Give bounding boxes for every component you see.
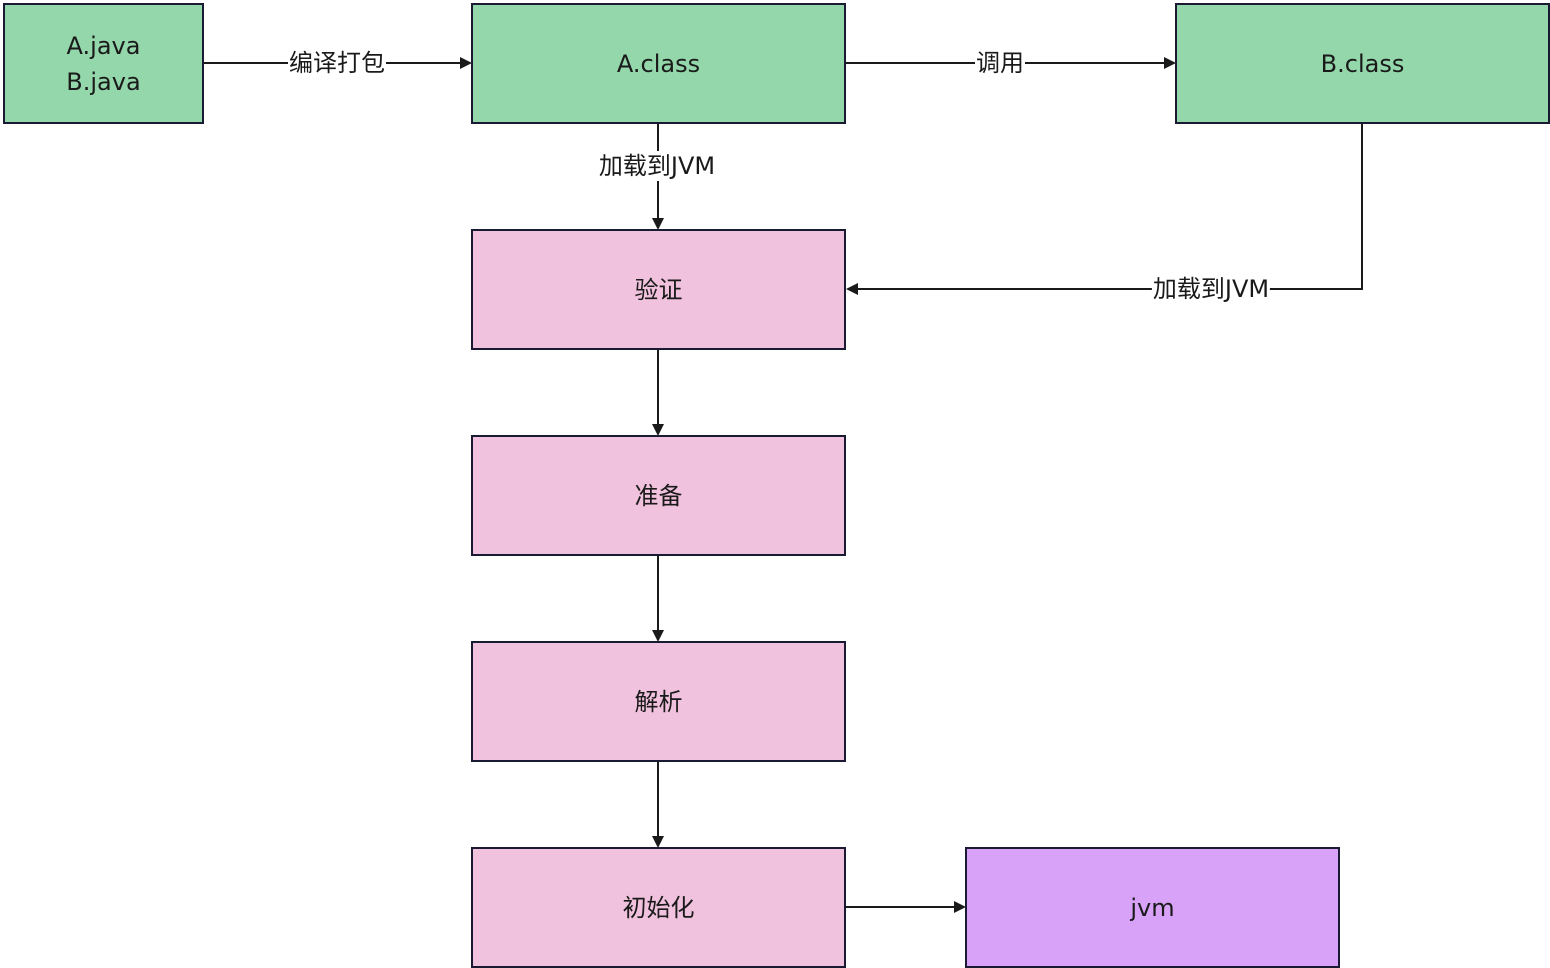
node-verify: 验证 (471, 229, 846, 350)
node-java-sources-label: A.java B.java (66, 31, 141, 96)
edge-label-compile: 编译打包 (288, 48, 386, 78)
node-jvm: jvm (965, 847, 1340, 968)
node-verify-label: 验证 (634, 275, 683, 304)
node-prepare-label: 准备 (634, 481, 683, 510)
node-jvm-label: jvm (1130, 893, 1175, 922)
edge-label-load-a: 加载到JVM (597, 151, 717, 181)
node-b-class: B.class (1175, 3, 1550, 124)
node-prepare: 准备 (471, 435, 846, 556)
node-resolve: 解析 (471, 641, 846, 762)
node-initialize-label: 初始化 (622, 893, 695, 922)
edge-label-invoke: 调用 (975, 48, 1025, 78)
node-resolve-label: 解析 (634, 687, 683, 716)
edge-label-load-b: 加载到JVM (1151, 274, 1271, 304)
node-java-sources: A.java B.java (3, 3, 204, 124)
node-a-class: A.class (471, 3, 846, 124)
node-a-class-label: A.class (616, 49, 701, 78)
edge-load-b (846, 124, 1363, 295)
node-initialize: 初始化 (471, 847, 846, 968)
node-b-class-label: B.class (1320, 49, 1405, 78)
